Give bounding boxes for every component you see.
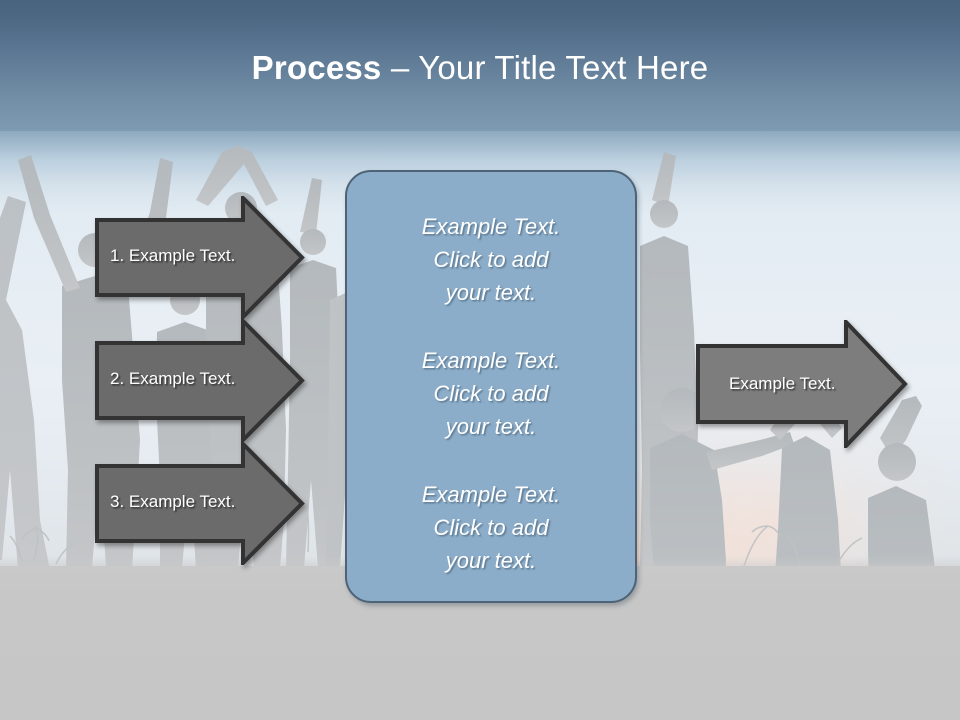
process-outcome-arrow[interactable]: [696, 320, 908, 448]
title-remaining-part: Your Title Text Here: [418, 49, 709, 86]
process-step-arrow-3[interactable]: [95, 442, 305, 565]
center-text-block-1-line-1: Example Text.: [421, 214, 561, 239]
center-text-block-3[interactable]: Example Text. Click to add your text.: [373, 478, 609, 577]
center-text-block-3-line-1: Example Text.: [421, 482, 561, 507]
title-separator: –: [381, 49, 419, 86]
center-text-block-2-line-2: Click to add: [433, 381, 549, 406]
page-title: Process – Your Title Text Here: [0, 47, 960, 89]
center-text-block-1-line-3: your text.: [445, 280, 537, 305]
center-content-panel[interactable]: Example Text. Click to add your text. Ex…: [345, 170, 637, 603]
center-text-block-1[interactable]: Example Text. Click to add your text.: [373, 210, 609, 309]
center-text-block-2[interactable]: Example Text. Click to add your text.: [373, 344, 609, 443]
center-text-block-1-line-2: Click to add: [433, 247, 549, 272]
center-panel-text-area[interactable]: Example Text. Click to add your text. Ex…: [347, 172, 635, 601]
center-text-block-3-line-2: Click to add: [433, 515, 549, 540]
process-step-arrow-2[interactable]: [95, 319, 305, 442]
center-text-block-3-line-3: your text.: [445, 548, 537, 573]
title-bold-part: Process: [251, 49, 382, 86]
center-text-block-2-line-1: Example Text.: [421, 348, 561, 373]
title-band: [0, 0, 960, 131]
center-text-block-2-line-3: your text.: [445, 414, 537, 439]
process-step-arrow-1[interactable]: [95, 196, 305, 319]
